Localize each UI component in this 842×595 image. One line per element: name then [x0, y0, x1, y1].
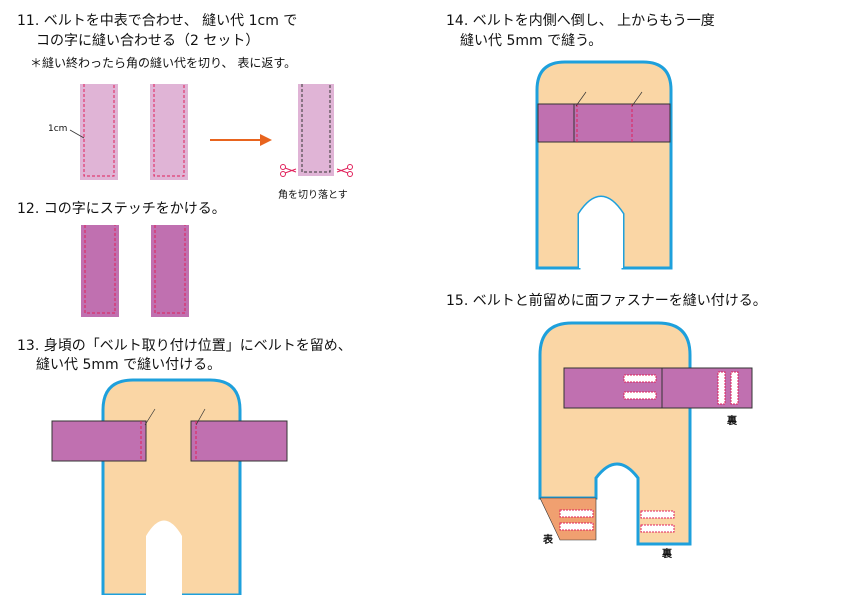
step-12-title: 12. コの字にステッチをかける。 — [17, 201, 226, 217]
step-11-cut-piece — [298, 84, 334, 176]
step-11-subtitle: コの字に縫い合わせる（2 セット） — [36, 33, 260, 49]
step-13-title: 13. 身頃の「ベルト取り付け位置」にベルトを留め、 — [17, 338, 352, 354]
belt-piece-left — [80, 84, 118, 180]
velcro-patch — [730, 371, 739, 405]
velcro-patch — [717, 371, 726, 405]
label-omote-front: 表 — [543, 535, 553, 546]
stitch-line — [153, 84, 185, 177]
step-12-belt-pieces — [81, 225, 189, 317]
step-11-title: 11. ベルトを中表で合わせ、 縫い代 1cm で — [17, 13, 298, 29]
step-14-body — [535, 60, 673, 270]
step-11-note: ＊縫い終わったら角の縫い代を切り、 表に返す。 — [30, 56, 297, 70]
step-14-subtitle: 縫い代 5mm で縫う。 — [460, 33, 603, 49]
velcro-patch — [623, 374, 657, 383]
step-14-title: 14. ベルトを内側へ倒し、 上からもう一度 — [446, 13, 715, 29]
step-13-subtitle: 縫い代 5mm で縫い付ける。 — [36, 357, 222, 373]
step-13-body — [51, 378, 288, 595]
velcro-patch — [640, 510, 675, 519]
label-ura-belt: 裏 — [727, 416, 737, 427]
step-11-belt-pieces — [69, 84, 188, 180]
velcro-patch — [640, 524, 675, 533]
label-ura-front: 裏 — [662, 549, 672, 560]
step-15-body — [538, 321, 753, 546]
step-15-title: 15. ベルトと前留めに面ファスナーを縫い付ける。 — [446, 293, 767, 309]
label-1cm: 1cm — [48, 124, 68, 134]
label-cut-corners: 角を切り落とす — [278, 190, 348, 201]
arrow-icon — [210, 134, 272, 146]
scissors-icon — [280, 164, 297, 177]
velcro-patch — [623, 391, 657, 400]
stitch-line — [83, 84, 115, 177]
scissors-icon — [336, 164, 353, 177]
velcro-patch — [559, 509, 594, 518]
velcro-patch — [559, 522, 594, 531]
pointer-line — [69, 129, 85, 139]
belt-piece-right — [150, 84, 188, 180]
